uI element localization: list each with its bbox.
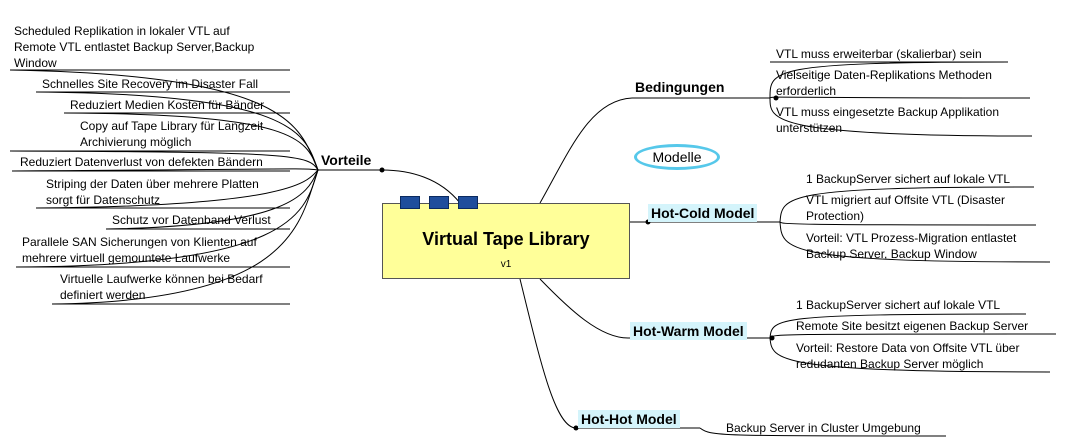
vorteile-item[interactable]: sorgt für Datenschutz xyxy=(46,193,161,207)
vorteile-item[interactable]: Window xyxy=(14,56,57,70)
vorteile-item[interactable]: Copy auf Tape Library für Langzeit xyxy=(80,119,264,133)
bedingungen-item[interactable]: unterstützen xyxy=(776,121,843,135)
hot-hot-item[interactable]: Backup Server in Cluster Umgebung xyxy=(726,421,921,435)
vorteile-item[interactable]: Reduziert Datenverlust von defekten Bänd… xyxy=(20,155,263,169)
vorteile-item[interactable]: Striping der Daten über mehrere Platten xyxy=(46,177,259,191)
root-node[interactable]: Virtual Tape Library v1 xyxy=(382,203,630,279)
branch-hot-warm-model[interactable]: Hot-Warm Model xyxy=(630,322,747,340)
node-tab-icon xyxy=(429,196,449,209)
branch-hot-cold-model[interactable]: Hot-Cold Model xyxy=(648,204,758,222)
vorteile-item[interactable]: Schutz vor Datenband Verlust xyxy=(112,213,271,227)
vorteile-item[interactable]: definiert werden xyxy=(60,288,146,302)
hot-warm-item[interactable]: Remote Site besitzt eigenen Backup Serve… xyxy=(796,319,1029,333)
vorteile-item[interactable]: Scheduled Replikation in lokaler VTL auf xyxy=(14,24,230,38)
hot-cold-item[interactable]: Backup Server, Backup Window xyxy=(806,247,977,261)
root-version: v1 xyxy=(500,259,512,270)
node-tab-icon xyxy=(458,196,478,209)
modelle-label[interactable]: Modelle xyxy=(652,149,702,165)
hot-warm-item[interactable]: Vorteil: Restore Data von Offsite VTL üb… xyxy=(796,341,1020,355)
hot-cold-item[interactable]: VTL migriert auf Offsite VTL (Disaster xyxy=(806,193,1005,207)
branch-hot-hot-model[interactable]: Hot-Hot Model xyxy=(578,410,680,428)
vorteile-item[interactable]: Schnelles Site Recovery im Disaster Fall xyxy=(42,77,259,91)
vorteile-item[interactable]: Remote VTL entlastet Backup Server,Backu… xyxy=(14,40,255,54)
hot-cold-item[interactable]: 1 BackupServer sichert auf lokale VTL xyxy=(806,172,1011,186)
bedingungen-item[interactable]: erforderlich xyxy=(776,84,837,98)
vorteile-item[interactable]: Virtuelle Laufwerke können bei Bedarf xyxy=(60,272,263,286)
hot-cold-item[interactable]: Vorteil: VTL Prozess-Migration entlastet xyxy=(806,231,1017,245)
hot-warm-item[interactable]: 1 BackupServer sichert auf lokale VTL xyxy=(796,298,1001,312)
branch-bedingungen[interactable]: Bedingungen xyxy=(635,79,725,95)
vorteile-item[interactable]: mehrere virtuell gemountete Laufwerke xyxy=(22,251,231,265)
vorteile-item[interactable]: Parallele SAN Sicherungen von Klienten a… xyxy=(22,235,257,249)
vorteile-item[interactable]: Archivierung möglich xyxy=(80,135,192,149)
bedingungen-item[interactable]: VTL muss erweiterbar (skalierbar) sein xyxy=(776,47,982,61)
branch-vorteile[interactable]: Vorteile xyxy=(321,152,372,168)
bedingungen-item[interactable]: Vielseitige Daten-Replikations Methoden xyxy=(776,68,992,82)
vorteile-item[interactable]: Reduziert Medien Kosten für Bänder xyxy=(70,98,265,112)
root-title: Virtual Tape Library xyxy=(422,229,590,249)
hot-warm-item[interactable]: redudanten Backup Server möglich xyxy=(796,357,984,371)
node-tab-icon xyxy=(400,196,420,209)
hot-cold-item[interactable]: Protection) xyxy=(806,209,865,223)
modelle-cloud-shape xyxy=(634,144,720,170)
bedingungen-item[interactable]: VTL muss eingesetzte Backup Applikation xyxy=(776,105,1000,119)
